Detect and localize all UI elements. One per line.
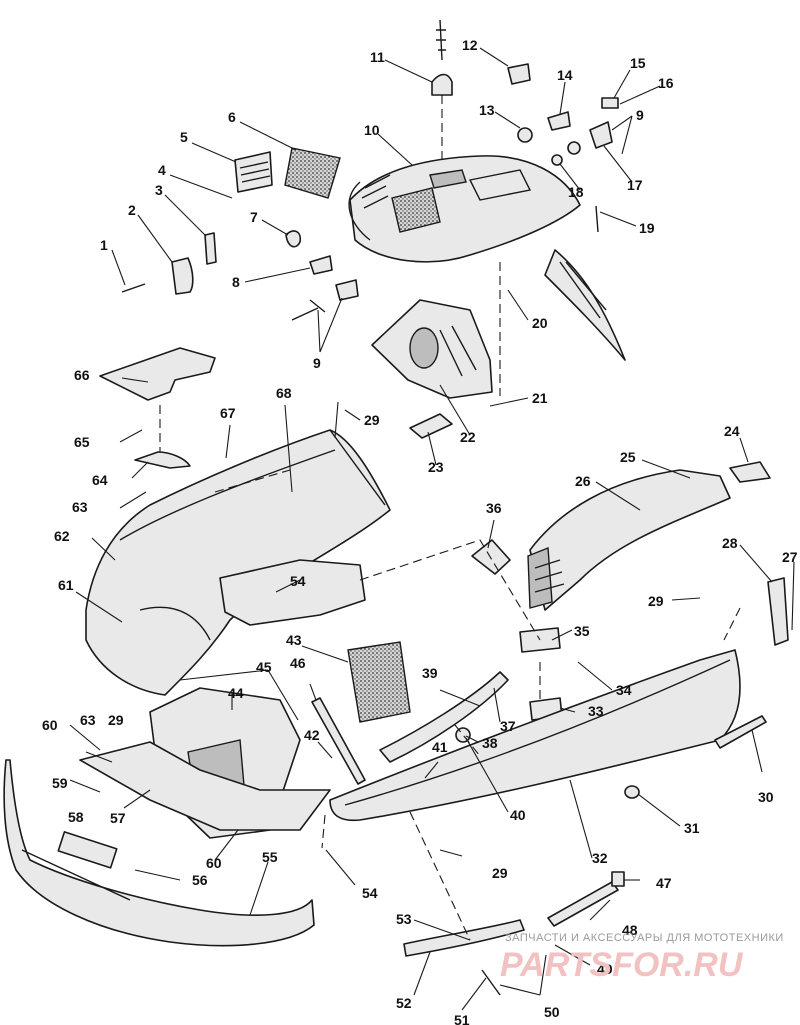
callout-48: 48 bbox=[622, 922, 638, 938]
callout-60a: 60 bbox=[42, 717, 58, 733]
watermark-tagline: ЗАПЧАСТИ И АКСЕССУАРЫ ДЛЯ МОТОТЕХНИКИ bbox=[505, 932, 784, 944]
callout-4: 4 bbox=[158, 162, 166, 178]
callout-3: 3 bbox=[155, 182, 163, 198]
callout-61: 61 bbox=[58, 577, 74, 593]
callout-68: 68 bbox=[276, 385, 292, 401]
callout-54b: 54 bbox=[362, 885, 378, 901]
callout-11: 11 bbox=[370, 49, 385, 65]
callout-25: 25 bbox=[620, 449, 636, 465]
callout-47: 47 bbox=[656, 875, 672, 891]
callout-53: 53 bbox=[396, 911, 412, 927]
callout-5: 5 bbox=[180, 129, 188, 145]
callout-29c: 29 bbox=[108, 712, 124, 728]
callout-2: 2 bbox=[128, 202, 136, 218]
callout-62: 62 bbox=[54, 528, 70, 544]
callout-9b: 9 bbox=[636, 107, 644, 123]
callout-41: 41 bbox=[432, 739, 448, 755]
callout-1: 1 bbox=[100, 237, 108, 253]
callout-58: 58 bbox=[68, 809, 84, 825]
callout-33: 33 bbox=[588, 703, 604, 719]
callout-22: 22 bbox=[460, 429, 476, 445]
part-hood-vent-grille bbox=[391, 187, 441, 233]
callout-67: 67 bbox=[220, 405, 236, 421]
leader-lines bbox=[69, 47, 795, 1011]
callout-55: 55 bbox=[262, 849, 278, 865]
callout-57: 57 bbox=[110, 810, 126, 826]
callout-65: 65 bbox=[74, 434, 90, 450]
callout-64: 64 bbox=[92, 472, 108, 488]
callout-7: 7 bbox=[250, 209, 258, 225]
callout-10: 10 bbox=[364, 122, 380, 138]
parts-drawing bbox=[3, 19, 789, 996]
callout-9a: 9 bbox=[313, 355, 321, 371]
callout-12: 12 bbox=[462, 37, 478, 53]
callout-14: 14 bbox=[557, 67, 573, 83]
callout-50: 50 bbox=[544, 1004, 560, 1020]
alignment-lines bbox=[159, 262, 741, 941]
callout-42: 42 bbox=[304, 727, 320, 743]
callout-29a: 29 bbox=[364, 412, 380, 428]
callout-6: 6 bbox=[228, 109, 236, 125]
callout-36: 36 bbox=[486, 500, 502, 516]
callout-39: 39 bbox=[422, 665, 438, 681]
callout-45: 45 bbox=[256, 659, 272, 675]
callout-28: 28 bbox=[722, 535, 738, 551]
callout-46: 46 bbox=[290, 655, 306, 671]
callout-23: 23 bbox=[428, 459, 444, 475]
callout-30: 30 bbox=[758, 789, 774, 805]
callout-8: 8 bbox=[232, 274, 240, 290]
callout-13: 13 bbox=[479, 102, 495, 118]
callout-16: 16 bbox=[658, 75, 674, 91]
callout-52: 52 bbox=[396, 995, 412, 1011]
callout-38: 38 bbox=[482, 735, 498, 751]
callout-19: 19 bbox=[639, 220, 655, 236]
callout-60b: 60 bbox=[206, 855, 222, 871]
callout-numbers: 1234567899101112131415161718192021222324… bbox=[42, 37, 798, 1025]
callout-66: 66 bbox=[74, 367, 90, 383]
callout-15: 15 bbox=[630, 55, 646, 71]
part-hood-top bbox=[349, 155, 581, 263]
callout-51: 51 bbox=[454, 1012, 470, 1025]
callout-63a: 63 bbox=[72, 499, 88, 515]
callout-21: 21 bbox=[532, 390, 548, 406]
callout-37: 37 bbox=[500, 718, 516, 734]
callout-49: 49 bbox=[597, 961, 613, 977]
callout-17: 17 bbox=[627, 177, 643, 193]
callout-29d: 29 bbox=[492, 865, 508, 881]
callout-56: 56 bbox=[192, 872, 208, 888]
callout-32: 32 bbox=[592, 850, 608, 866]
watermark: ЗАПЧАСТИ И АКСЕССУАРЫ ДЛЯ МОТОТЕХНИКИ PA… bbox=[500, 932, 784, 984]
callout-18: 18 bbox=[568, 184, 584, 200]
callout-44: 44 bbox=[228, 685, 244, 701]
watermark-logo: PARTSFOR.RU bbox=[500, 946, 744, 984]
callout-34: 34 bbox=[616, 682, 632, 698]
callout-20: 20 bbox=[532, 315, 548, 331]
callout-31: 31 bbox=[684, 820, 700, 836]
callout-63b: 63 bbox=[80, 712, 96, 728]
callout-26: 26 bbox=[575, 473, 591, 489]
callout-40: 40 bbox=[510, 807, 526, 823]
callout-43: 43 bbox=[286, 632, 302, 648]
callout-27: 27 bbox=[782, 549, 798, 565]
callout-59: 59 bbox=[52, 775, 68, 791]
callout-29b: 29 bbox=[648, 593, 664, 609]
callout-24: 24 bbox=[724, 423, 740, 439]
callout-35: 35 bbox=[574, 623, 590, 639]
callout-54a: 54 bbox=[290, 573, 306, 589]
